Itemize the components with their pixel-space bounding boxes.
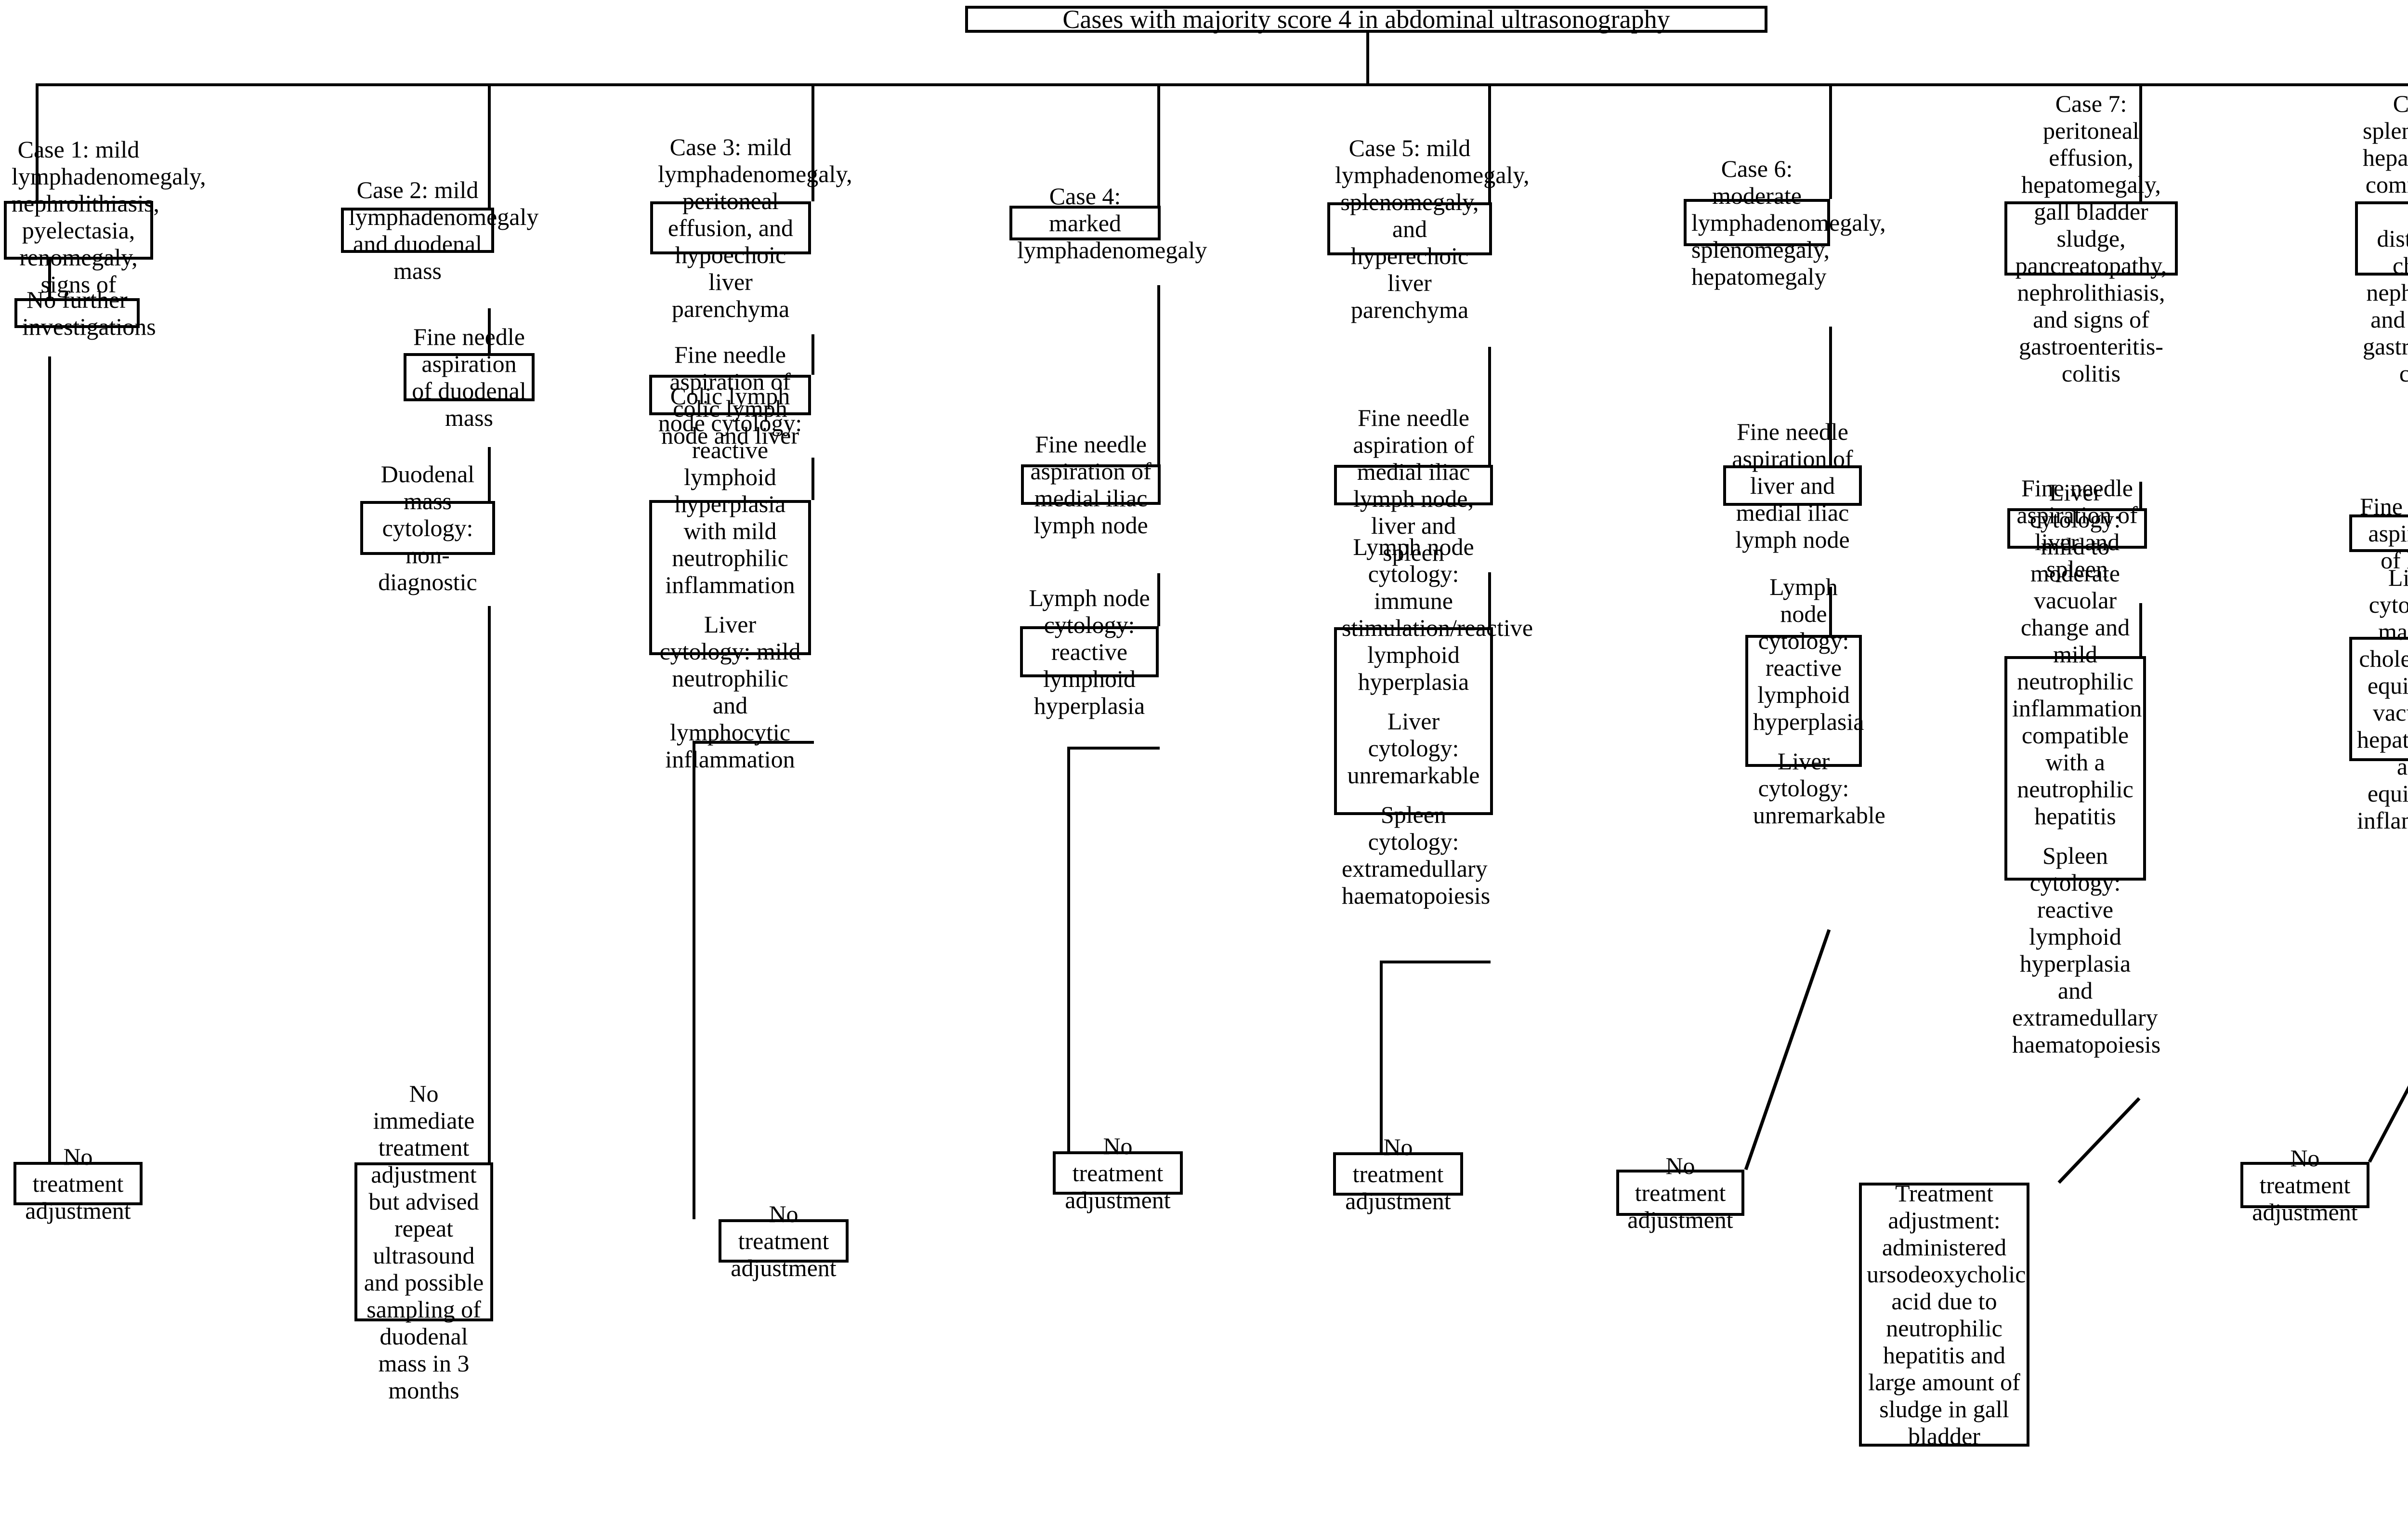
case-7-cytology-node[interactable]: Liver cytology: mild to moderate vacuola… <box>2004 479 2160 1058</box>
case-8-outcome-label: No treatment adjustment <box>2252 1145 2358 1225</box>
case-2-procedure-node[interactable]: Fine needle aspiration of duodenal mass <box>404 323 535 431</box>
case-2-outcome-label: No immediate treatment adjustment but ad… <box>364 1080 484 1404</box>
case-1-finding-node[interactable]: Case 1: mild lymphadenomegaly, nephrolit… <box>4 136 206 325</box>
case-6-finding-node[interactable]: Case 6: moderate lymphadenomegaly, splen… <box>1684 155 1886 290</box>
edge-case-3-cytology-outcome-h <box>693 741 814 744</box>
case-8-cytology-node[interactable]: Liver cytology: marked cholestasis, equi… <box>2349 564 2408 834</box>
case-4-cytology-node[interactable]: Lymph node cytology: reactive lymphoid h… <box>1020 584 1159 719</box>
case-2-cytology-node[interactable]: Duodenal mass cytology: non-diagnostic <box>360 461 495 595</box>
case-7-outcome-label: Treatment adjustment: administered ursod… <box>1867 1180 2026 1449</box>
edge-case-5-procedure-cytology <box>1488 572 1491 627</box>
case-3-cytology-line-2: Liver cytology: mild neutrophilic and ly… <box>659 611 801 773</box>
edge-bus-to-case-7 <box>2139 83 2142 201</box>
case-3-cytology-node[interactable]: Colic lymph node cytology: reactive lymp… <box>649 382 811 773</box>
case-8-cytology-line-1: Liver cytology: marked cholestasis, equi… <box>2357 564 2408 834</box>
case-4-finding-label: Case 4: marked lymphadenomegaly <box>1017 183 1207 263</box>
case-5-cytology-line-3: Spleen cytology: extramedullary haematop… <box>1342 801 1491 909</box>
case-5-procedure-node[interactable]: Fine needle aspiration of medial iliac l… <box>1334 404 1493 566</box>
edge-bus-to-case-5 <box>1488 83 1491 202</box>
edge-bus-to-case-2 <box>488 83 491 208</box>
case-5-outcome-node[interactable]: No treatment adjustment <box>1333 1133 1463 1214</box>
case-8-finding-label: Case 8: splenomegaly, hepatomegaly, comm… <box>2363 90 2408 387</box>
case-8-procedure-label: Fine needle aspiration of liver <box>2360 493 2408 574</box>
case-7-procedure-label: Fine needle aspiration of liver and sple… <box>2016 474 2138 582</box>
case-5-cytology-node[interactable]: Lymph node cytology: immune stimulation/… <box>1334 533 1533 909</box>
case-2-procedure-label: Fine needle aspiration of duodenal mass <box>412 323 526 431</box>
edge-root-stem <box>1366 30 1369 83</box>
root-node-label: Cases with majority score 4 in abdominal… <box>1062 4 1670 34</box>
case-1-outcome-label: No treatment adjustment <box>25 1143 131 1224</box>
case-2-outcome-node[interactable]: No immediate treatment adjustment but ad… <box>354 1080 493 1404</box>
edge-bus-to-case-6 <box>1829 83 1832 199</box>
edge-case-2-finding-procedure <box>488 308 491 353</box>
case-3-finding-node[interactable]: Case 3: mild lymphadenomegaly, peritonea… <box>650 133 852 322</box>
case-2-finding-node[interactable]: Case 2: mild lymphadenomegaly and duoden… <box>341 176 538 284</box>
edge-case-5-finding-procedure <box>1488 347 1491 465</box>
case-1-procedure-node[interactable]: No further investigations <box>14 286 156 340</box>
case-6-outcome-label: No treatment adjustment <box>1627 1152 1733 1233</box>
edge-main-bus <box>36 83 2408 86</box>
edge-case-6-procedure-cytology <box>1829 587 1832 635</box>
case-6-procedure-label: Fine needle aspiration of liver and medi… <box>1732 418 1853 553</box>
case-6-cytology-node[interactable]: Lymph node cytology: reactive lymphoid h… <box>1745 573 1885 829</box>
case-6-outcome-node[interactable]: No treatment adjustment <box>1616 1152 1744 1233</box>
case-4-outcome-label: No treatment adjustment <box>1065 1133 1171 1213</box>
edge-bus-to-case-1 <box>36 83 39 201</box>
case-3-finding-label: Case 3: mild lymphadenomegaly, peritonea… <box>658 133 852 322</box>
case-4-finding-node[interactable]: Case 4: marked lymphadenomegaly <box>1009 183 1207 263</box>
edge-case-5-cytology-outcome-h <box>1380 961 1491 963</box>
case-7-cytology-line-1: Liver cytology: mild to moderate vacuola… <box>2012 479 2142 830</box>
case-3-outcome-label: No treatment adjustment <box>731 1200 837 1281</box>
case-7-cytology-line-2: Spleen cytology: reactive lymphoid hyper… <box>2012 842 2161 1058</box>
edge-case-5-cytology-outcome <box>1380 963 1383 1152</box>
edge-case-2-cytology-outcome <box>488 606 491 1162</box>
case-3-procedure-node[interactable]: Fine needle aspiration of colic lymph no… <box>649 341 811 449</box>
case-6-procedure-node[interactable]: Fine needle aspiration of liver and medi… <box>1723 418 1862 553</box>
case-8-procedure-node[interactable]: Fine needle aspiration of liver <box>2349 493 2408 574</box>
edge-case-4-procedure-cytology <box>1157 573 1160 626</box>
edge-case-4-finding-procedure <box>1157 285 1160 464</box>
edge-case-7-procedure-cytology <box>2139 603 2142 656</box>
case-7-finding-node[interactable]: Case 7: peritoneal effusion, hepatomegal… <box>2004 90 2178 387</box>
edge-case-6-finding-procedure <box>1829 327 1832 465</box>
case-3-outcome-node[interactable]: No treatment adjustment <box>719 1200 849 1281</box>
edge-case-3-procedure-cytology <box>811 458 814 500</box>
case-6-cytology-line-1: Lymph node cytology: reactive lymphoid h… <box>1753 573 1864 735</box>
edge-bus-to-case-3 <box>811 83 814 201</box>
case-5-finding-label: Case 5: mild lymphadenomegaly, splenomeg… <box>1335 134 1530 323</box>
case-3-cytology-line-1: Colic lymph node cytology: reactive lymp… <box>658 382 802 598</box>
case-6-cytology-line-2: Liver cytology: unremarkable <box>1753 748 1885 829</box>
case-1-procedure-label: No further investigations <box>22 286 156 340</box>
case-4-procedure-label: Fine needle aspiration of medial iliac l… <box>1030 431 1152 539</box>
case-5-procedure-label: Fine needle aspiration of medial iliac l… <box>1353 404 1474 566</box>
edge-case-1-procedure-outcome <box>48 356 51 1162</box>
case-3-procedure-label: Fine needle aspiration of colic lymph no… <box>661 341 799 449</box>
edge-case-1-finding-procedure <box>48 242 51 298</box>
edge-case-4-cytology-outcome-h <box>1067 747 1160 750</box>
case-5-cytology-line-2: Liver cytology: unremarkable <box>1347 708 1480 789</box>
case-4-procedure-node[interactable]: Fine needle aspiration of medial iliac l… <box>1021 431 1161 539</box>
case-7-outcome-node[interactable]: Treatment adjustment: administered ursod… <box>1859 1180 2029 1449</box>
case-4-cytology-line-1: Lymph node cytology: reactive lymphoid h… <box>1029 584 1150 719</box>
edge-case-7-finding-procedure <box>2139 482 2142 508</box>
edge-case-3-finding-procedure <box>811 334 814 375</box>
case-5-outcome-label: No treatment adjustment <box>1345 1133 1451 1214</box>
case-7-procedure-node[interactable]: Fine needle aspiration of liver and sple… <box>2007 474 2147 582</box>
case-6-finding-label: Case 6: moderate lymphadenomegaly, splen… <box>1691 155 1886 290</box>
case-1-outcome-node[interactable]: No treatment adjustment <box>13 1143 143 1224</box>
case-8-outcome-node[interactable]: No treatment adjustment <box>2240 1145 2369 1225</box>
case-8-finding-node[interactable]: Case 8: splenomegaly, hepatomegaly, comm… <box>2355 90 2408 387</box>
edge-bus-to-case-4 <box>1157 83 1160 206</box>
case-2-cytology-line-1: Duodenal mass cytology: non-diagnostic <box>378 461 477 595</box>
case-4-outcome-node[interactable]: No treatment adjustment <box>1053 1133 1183 1213</box>
edge-case-4-cytology-outcome <box>1067 750 1070 1151</box>
case-2-finding-label: Case 2: mild lymphadenomegaly and duoden… <box>349 176 539 284</box>
root-node-title[interactable]: Cases with majority score 4 in abdominal… <box>965 4 1767 34</box>
edge-case-2-procedure-cytology <box>488 447 491 501</box>
case-5-cytology-line-1: Lymph node cytology: immune stimulation/… <box>1342 533 1533 695</box>
case-7-finding-label: Case 7: peritoneal effusion, hepatomegal… <box>2015 90 2167 387</box>
case-5-finding-node[interactable]: Case 5: mild lymphadenomegaly, splenomeg… <box>1327 134 1530 323</box>
edge-case-3-cytology-outcome <box>693 744 695 1219</box>
